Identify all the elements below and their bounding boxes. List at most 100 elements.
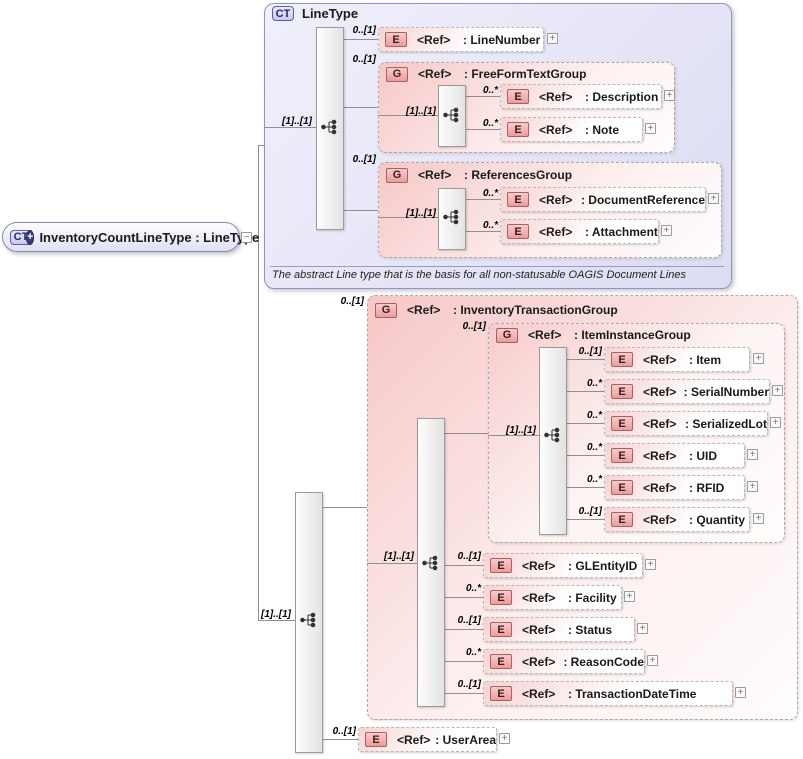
- ref-label: <Ref>: [643, 448, 677, 463]
- expand-button-documentreference[interactable]: +: [708, 193, 719, 204]
- element-transactiondatetime[interactable]: E <Ref> : TransactionDateTime: [483, 681, 733, 706]
- element-icon: E: [507, 224, 529, 239]
- root-node-label: InventoryCountLineType : LineType: [39, 229, 260, 245]
- expand-button-uid[interactable]: +: [747, 449, 758, 460]
- element-uid[interactable]: E <Ref> : UID: [604, 443, 745, 468]
- element-name: : SerializedLot: [684, 416, 767, 431]
- ref-label: <Ref>: [539, 122, 573, 137]
- group-icon: G: [386, 167, 408, 183]
- complex-type-icon: CT: [272, 6, 294, 21]
- connector-line: [367, 563, 417, 564]
- expand-button-item[interactable]: +: [753, 353, 764, 364]
- sequence-compositor-bar[interactable]: [316, 27, 344, 230]
- sequence-compositor-bar[interactable]: [295, 492, 323, 753]
- group-header-iteminstancegroup: G <Ref> : ItemInstanceGroup: [490, 327, 691, 343]
- ref-label: <Ref>: [417, 32, 451, 47]
- ref-label: <Ref>: [522, 590, 556, 605]
- expand-button-note[interactable]: +: [645, 123, 656, 134]
- sequence-icon: [443, 209, 459, 225]
- element-name: : DocumentReference: [580, 192, 705, 207]
- connector-line: [323, 507, 367, 508]
- element-icon: E: [490, 654, 512, 669]
- connector-line: [466, 231, 500, 232]
- ref-label: <Ref>: [539, 192, 573, 207]
- expand-button-userarea[interactable]: +: [499, 733, 510, 744]
- connector-line: [445, 661, 483, 662]
- root-node-inventorycountlinetype[interactable]: CT + InventoryCountLineType : LineType: [2, 222, 259, 252]
- expand-button-linenumber[interactable]: +: [547, 33, 558, 44]
- element-note[interactable]: E <Ref> : Note: [500, 117, 643, 142]
- cardinality-label: 0..[1]: [332, 726, 356, 737]
- cardinality-label: 0..*: [465, 647, 481, 658]
- connector-line: [258, 145, 264, 146]
- element-reasoncode[interactable]: E <Ref> : ReasonCode: [483, 649, 645, 674]
- element-name: : ReasonCode: [563, 654, 644, 669]
- ref-label: <Ref>: [522, 686, 556, 701]
- connector-line: [567, 455, 604, 456]
- ref-label: <Ref>: [397, 732, 431, 747]
- element-name: : SerialNumber: [683, 384, 769, 399]
- connector-line: [344, 210, 378, 211]
- element-icon: E: [490, 558, 512, 573]
- expand-button-quantity[interactable]: +: [753, 513, 764, 524]
- collapse-button-root[interactable]: −: [241, 232, 252, 243]
- expand-button-rfid[interactable]: +: [747, 481, 758, 492]
- ref-label: <Ref>: [643, 512, 677, 527]
- connector-line: [252, 237, 258, 238]
- element-description[interactable]: E <Ref> : Description: [500, 84, 662, 109]
- connector-line: [445, 433, 488, 434]
- element-linenumber[interactable]: E <Ref> : LineNumber: [378, 27, 544, 52]
- group-header-inventorytransactiongroup: G <Ref> : InventoryTransactionGroup: [369, 302, 618, 318]
- sequence-compositor-bar[interactable]: [438, 85, 466, 147]
- expand-button-attachment[interactable]: +: [661, 225, 672, 236]
- element-name: : Facility: [568, 590, 617, 605]
- element-glentityid[interactable]: E <Ref> : GLEntityID: [483, 553, 643, 578]
- expand-button-description[interactable]: +: [664, 90, 675, 101]
- element-serialnumber[interactable]: E <Ref> : SerialNumber: [604, 379, 770, 404]
- cardinality-label: 0..*: [482, 188, 498, 199]
- cardinality-label: 0..[1]: [340, 296, 364, 307]
- element-userarea[interactable]: E <Ref> : UserArea: [358, 727, 497, 752]
- element-status[interactable]: E <Ref> : Status: [483, 617, 635, 642]
- connector-line: [567, 423, 604, 424]
- expand-button-serializedlot[interactable]: +: [770, 417, 781, 428]
- element-quantity[interactable]: E <Ref> : Quantity: [604, 507, 750, 532]
- cardinality-label: 0..[1]: [352, 154, 376, 165]
- group-name: : ItemInstanceGroup: [574, 328, 691, 342]
- expand-button-serialnumber[interactable]: +: [772, 385, 783, 396]
- ref-label: <Ref>: [522, 622, 556, 637]
- element-item[interactable]: E <Ref> : Item: [604, 347, 750, 372]
- expand-button-transactiondatetime[interactable]: +: [735, 687, 746, 698]
- element-icon: E: [611, 512, 633, 527]
- group-header-referencesgroup: G <Ref> : ReferencesGroup: [380, 167, 572, 183]
- connector-line: [258, 145, 259, 620]
- expand-button-status[interactable]: +: [637, 623, 648, 634]
- connector-line: [323, 739, 358, 740]
- cardinality-label: [1]..[1]: [506, 425, 536, 436]
- expand-button-reasoncode[interactable]: +: [647, 655, 658, 666]
- connector-line: [264, 127, 316, 128]
- complex-type-header: CT LineType: [272, 6, 358, 21]
- element-icon: E: [611, 352, 633, 367]
- element-name: : RFID: [689, 480, 725, 495]
- connector-line: [488, 435, 539, 436]
- ref-label: <Ref>: [522, 558, 556, 573]
- element-rfid[interactable]: E <Ref> : RFID: [604, 475, 745, 500]
- expand-button-facility[interactable]: +: [624, 591, 635, 602]
- element-facility[interactable]: E <Ref> : Facility: [483, 585, 622, 610]
- group-icon: G: [386, 66, 408, 82]
- element-documentreference[interactable]: E <Ref> : DocumentReference: [500, 187, 706, 212]
- connector-line: [445, 565, 483, 566]
- sequence-icon: [443, 107, 459, 123]
- cardinality-label: 0..[1]: [352, 25, 376, 36]
- sequence-compositor-bar[interactable]: [438, 188, 466, 250]
- expand-button-glentityid[interactable]: +: [645, 559, 656, 570]
- connector-line: [445, 693, 483, 694]
- element-attachment[interactable]: E <Ref> : Attachment: [500, 219, 659, 244]
- element-name: : Attachment: [585, 224, 658, 239]
- group-icon: G: [496, 327, 518, 343]
- element-serializedlot[interactable]: E <Ref> : SerializedLot: [604, 411, 768, 436]
- sequence-compositor-bar[interactable]: [539, 347, 567, 535]
- cardinality-label: 0..*: [482, 118, 498, 129]
